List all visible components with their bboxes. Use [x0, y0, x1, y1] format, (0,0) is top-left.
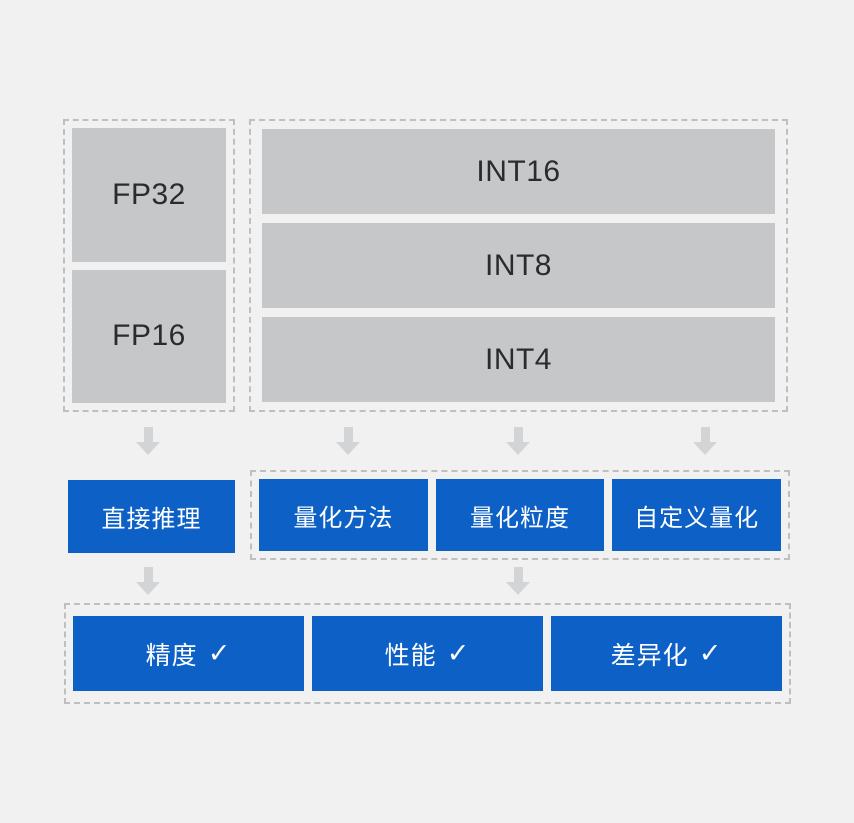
- node-direct-inference: 直接推理: [68, 480, 235, 553]
- arrow-down-icon: [506, 427, 530, 455]
- node-fp16-label: FP16: [112, 319, 186, 353]
- check-icon: ✓: [207, 638, 232, 668]
- arrow-stem: [700, 427, 710, 442]
- arrow-stem: [513, 567, 523, 582]
- arrow-stem: [343, 427, 353, 442]
- quantization-options-panel: 量化方法 量化粒度 自定义量化: [250, 470, 790, 560]
- arrow-head: [136, 582, 160, 595]
- arrow-head: [136, 442, 160, 455]
- node-quant-granularity: 量化粒度: [435, 479, 605, 551]
- check-icon: ✓: [698, 638, 723, 668]
- arrow-head: [506, 442, 530, 455]
- arrow-head: [336, 442, 360, 455]
- arrow-stem: [143, 427, 153, 442]
- node-int8-label: INT8: [484, 248, 552, 282]
- node-performance: 性能 ✓: [312, 616, 543, 691]
- node-quant-method-label: 量化方法: [293, 504, 394, 532]
- arrow-down-icon: [136, 427, 160, 455]
- node-int4-label: INT4: [484, 342, 552, 376]
- node-int16: INT16: [262, 129, 775, 214]
- node-int4: INT4: [262, 317, 775, 402]
- arrow-down-icon: [506, 567, 530, 595]
- node-accuracy-label: 精度: [145, 641, 198, 670]
- node-quant-method: 量化方法: [259, 479, 428, 551]
- node-int8: INT8: [262, 223, 775, 308]
- node-fp16: FP16: [72, 269, 226, 403]
- node-fp32-label: FP32: [112, 177, 186, 211]
- node-accuracy: 精度 ✓: [73, 616, 304, 691]
- results-panel: 精度 ✓ 性能 ✓ 差异化 ✓: [64, 603, 791, 704]
- node-fp32: FP32: [72, 128, 226, 262]
- node-custom-quantization-label: 自定义量化: [634, 504, 760, 532]
- arrow-head: [506, 582, 530, 595]
- node-quant-granularity-label: 量化粒度: [470, 504, 570, 532]
- fp-precision-panel: FP32 FP16: [63, 119, 235, 412]
- check-icon: ✓: [446, 638, 471, 668]
- arrow-stem: [513, 427, 523, 442]
- node-differentiation: 差异化 ✓: [551, 616, 782, 691]
- node-performance-label: 性能: [384, 641, 437, 670]
- arrow-down-icon: [336, 427, 360, 455]
- arrow-down-icon: [136, 567, 160, 595]
- node-direct-inference-label: 直接推理: [101, 506, 202, 533]
- node-differentiation-label: 差异化: [610, 641, 689, 670]
- arrow-stem: [143, 567, 153, 582]
- node-int16-label: INT16: [476, 154, 561, 188]
- int-precision-panel: INT16 INT8 INT4: [249, 119, 788, 412]
- node-custom-quantization: 自定义量化: [612, 479, 782, 551]
- arrow-head: [693, 442, 717, 455]
- arrow-down-icon: [693, 427, 717, 455]
